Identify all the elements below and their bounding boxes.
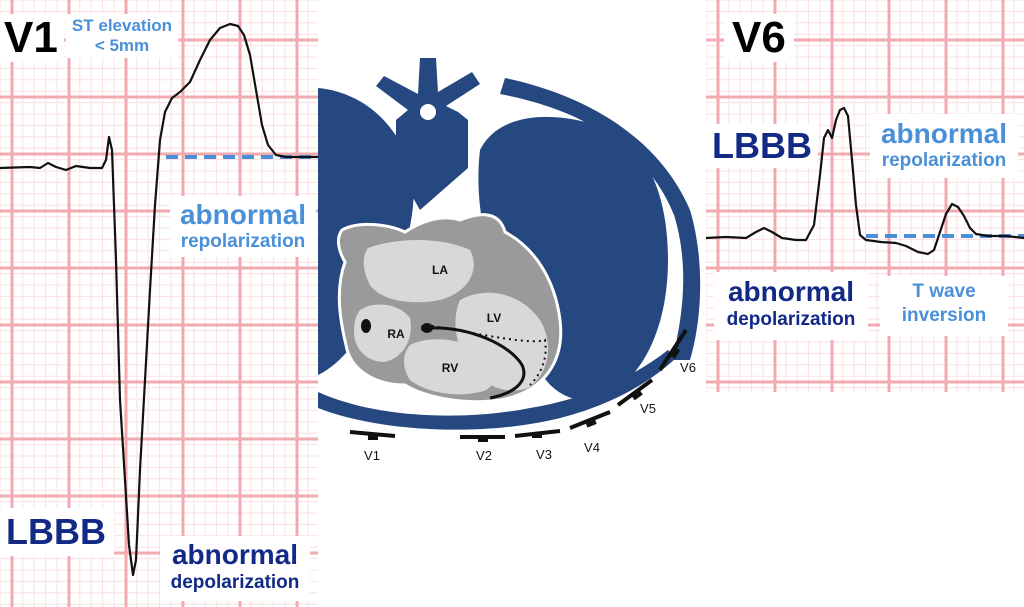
left-atrium [363, 240, 474, 303]
electrode-label-v5: V5 [640, 401, 656, 416]
v6-depol-line2: depolarization [726, 309, 856, 330]
chest-cross-section-diagram: LA LV RA RV V1 V2 V3 V4 V5 V6 [318, 58, 701, 463]
chest-wall [500, 78, 701, 360]
v1-ecg-trace [0, 22, 318, 577]
v1-depol-line1: abnormal [171, 539, 299, 570]
electrode-label-v4: V4 [584, 440, 600, 455]
v6-depol-line1: abnormal [727, 276, 855, 307]
trachea-vessels [376, 58, 480, 210]
electrode-ticks [368, 347, 681, 442]
v6-abnormal-repolarization-label: abnormal repolarization [870, 114, 1018, 178]
v1-depol-line2: depolarization [170, 572, 300, 593]
electrode-v4 [569, 410, 611, 430]
v1-lbbb-label: LBBB [0, 508, 114, 556]
right-bundle-branch [426, 326, 526, 400]
right-ventricle [404, 339, 496, 395]
v6-twave-line2: inversion [901, 305, 987, 326]
v1-abnormal-repolarization-label: abnormal repolarization [170, 196, 316, 257]
electrode-label-v1: V1 [364, 448, 380, 463]
v6-twave-line1: T wave [912, 281, 976, 302]
v1-lead-label: V1 [0, 14, 64, 62]
v1-abnormal-depolarization-label: abnormal depolarization [160, 536, 310, 601]
sa-node [361, 319, 371, 333]
v6-t-wave-inversion-label: T wave inversion [880, 276, 1008, 336]
v1-st-elevation-line2: < 5mm [94, 36, 150, 55]
electrode-label-v3: V3 [536, 447, 552, 462]
v1-ecg-grid [0, 0, 318, 607]
v1-st-elevation-line1: ST elevation [71, 16, 173, 35]
v6-lead-label: V6 [724, 14, 794, 62]
chest-floor [318, 350, 676, 430]
blocked-left-bundle-branch [431, 325, 547, 386]
trachea-lumen [420, 104, 436, 120]
v6-repol-line2: repolarization [881, 150, 1007, 171]
electrode-v6 [658, 328, 688, 372]
electrode-label-v2: V2 [476, 448, 492, 463]
v6-ecg-panel: V6 LBBB abnormal repolarization abnormal… [706, 0, 1024, 392]
electrode-label-v6: V6 [680, 360, 696, 375]
v6-ecg-trace [706, 106, 1024, 256]
v6-lbbb-label: LBBB [706, 124, 818, 168]
v1-repol-line1: abnormal [179, 199, 307, 230]
v1-ecg-panel: V1 ST elevation < 5mm abnormal repolariz… [0, 0, 318, 607]
v6-abnormal-depolarization-label: abnormal depolarization [714, 272, 868, 340]
label-lv: LV [487, 311, 501, 325]
right-atrium [354, 304, 411, 362]
v1-st-elevation-note: ST elevation < 5mm [66, 14, 178, 58]
label-ra: RA [387, 327, 405, 341]
electrode-v5 [616, 378, 654, 407]
label-rv: RV [442, 361, 458, 375]
v1-repol-line2: repolarization [180, 231, 306, 252]
label-la: LA [432, 263, 448, 277]
v6-repol-line1: abnormal [880, 118, 1008, 149]
